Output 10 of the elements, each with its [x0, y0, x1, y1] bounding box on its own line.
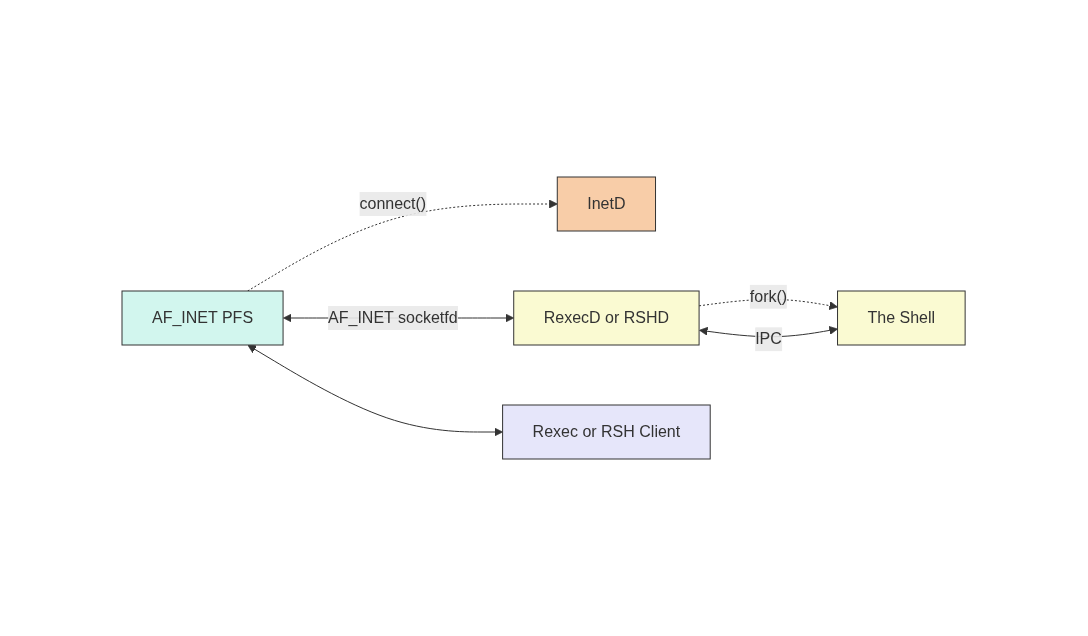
node-box: InetD — [557, 176, 657, 232]
arrow — [248, 344, 504, 437]
edge-label: IPC — [755, 330, 783, 348]
edge-label: AF_INET socketfd — [328, 309, 459, 326]
node-box: RexecD or RSHD — [513, 290, 700, 346]
edge-label: connect() — [359, 195, 427, 212]
edge-label: fork() — [750, 287, 788, 305]
node-box: AF_INET PFS — [121, 290, 284, 346]
node-box: The Shell — [837, 290, 967, 346]
node-box: Rexec or RSH Client — [502, 404, 712, 460]
